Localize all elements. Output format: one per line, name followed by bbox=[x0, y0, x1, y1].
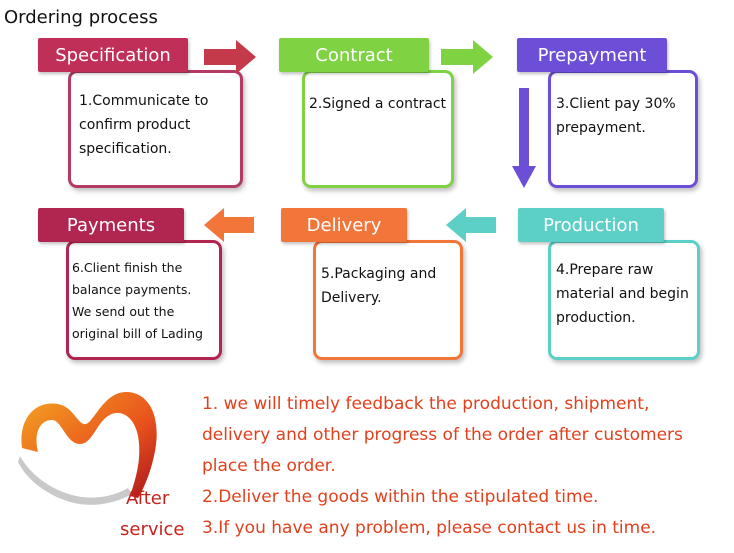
step-box-payments bbox=[66, 240, 222, 360]
after-service-item: 3.If you have any problem, please contac… bbox=[202, 518, 657, 538]
after-service-label-line2: service bbox=[120, 519, 185, 540]
step-text-prepayment: 3.Client pay 30% prepayment. bbox=[556, 96, 676, 136]
after-service-item: 1. we will timely feedback the productio… bbox=[202, 394, 650, 414]
step-tab-delivery: Delivery bbox=[281, 208, 407, 242]
arrow-left-icon bbox=[446, 208, 496, 242]
step-text-delivery: 5.Packaging and Delivery. bbox=[321, 266, 437, 306]
step-box-delivery bbox=[313, 240, 463, 360]
step-tab-specification: Specification bbox=[38, 38, 188, 72]
step-tab-prepayment: Prepayment bbox=[517, 38, 667, 72]
step-box-production bbox=[548, 240, 700, 360]
step-text-production: 4.Prepare raw material and begin product… bbox=[556, 262, 689, 326]
step-tab-contract: Contract bbox=[279, 38, 429, 72]
arrow-right-icon bbox=[204, 40, 256, 74]
page-title: Ordering process bbox=[4, 7, 158, 28]
swoosh-logo-icon bbox=[18, 392, 157, 505]
step-tab-production: Production bbox=[518, 208, 664, 242]
arrow-right-icon bbox=[441, 40, 493, 74]
arrow-down-icon bbox=[512, 88, 536, 188]
step-text-specification: 1.Communicate to confirm product specifi… bbox=[79, 93, 209, 157]
after-service-list: 1. we will timely feedback the productio… bbox=[202, 389, 683, 544]
after-service-item: 2.Deliver the goods within the stipulate… bbox=[202, 487, 599, 507]
after-service-item: delivery and other progress of the order… bbox=[202, 425, 683, 445]
step-text-payments: 6.Client finish the balance payments. We… bbox=[72, 260, 203, 341]
step-box-contract bbox=[302, 70, 454, 188]
step-text-contract: 2.Signed a contract bbox=[309, 96, 447, 112]
step-box-prepayment bbox=[548, 70, 698, 188]
arrow-left-icon bbox=[204, 208, 254, 242]
step-tab-payments: Payments bbox=[38, 208, 184, 242]
after-service-item: place the order. bbox=[202, 456, 336, 476]
after-service-label-line1: After bbox=[126, 488, 170, 509]
